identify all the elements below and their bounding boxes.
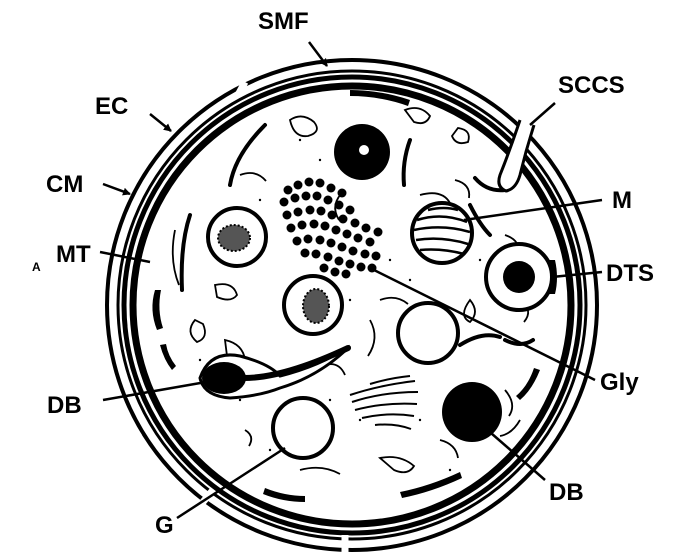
cm-pointer: [103, 184, 130, 194]
label-m: M: [612, 187, 632, 214]
label-cm: CM: [46, 171, 83, 198]
alpha-granule-left: [208, 208, 266, 266]
alpha-granule-center: [284, 276, 342, 334]
label-sccs: SCCS: [558, 72, 625, 99]
label-smf: SMF: [258, 8, 309, 35]
label-db-right: DB: [549, 479, 584, 506]
dense-body-right-upper: [486, 244, 552, 310]
label-db-left: DB: [47, 392, 82, 419]
label-gly: Gly: [600, 369, 639, 396]
label-ec: EC: [95, 93, 128, 120]
ec-pointer: [150, 114, 171, 131]
sccs-pointer: [530, 103, 555, 125]
label-mt: MT: [56, 241, 91, 268]
dense-body-right-lower: [442, 382, 502, 442]
dense-body-top: [334, 124, 390, 180]
glycogen-cluster: [280, 178, 383, 279]
mitochondrion: [412, 203, 472, 263]
dense-body-left: [200, 346, 350, 398]
label-panel: A: [32, 260, 41, 274]
label-dts: DTS: [606, 260, 654, 287]
label-g: G: [155, 512, 174, 539]
granule-right: [398, 303, 458, 363]
